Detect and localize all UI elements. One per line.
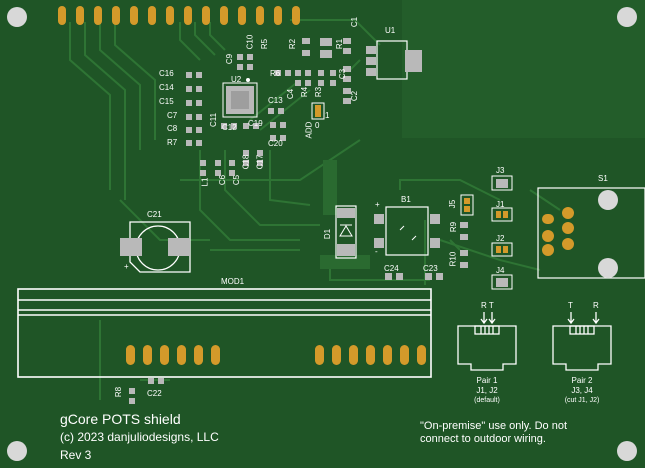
pair2-caption: Pair 2 J3, J4 (cut J1, J2) [551, 376, 613, 406]
label-s1: S1 [598, 174, 608, 183]
mod1-module [17, 288, 432, 378]
label-j1: J1 [496, 200, 505, 209]
mount-hole-bottom-right [617, 441, 637, 461]
pair1-title: Pair 1 [476, 376, 498, 385]
label-add-0: 0 [315, 121, 320, 130]
pair2-jack-drawing [552, 312, 612, 371]
label-c21: C21 [147, 210, 162, 219]
label-c22: C22 [147, 389, 162, 398]
mounting-holes [7, 7, 637, 461]
label-j4: J4 [496, 266, 505, 275]
b1-bridge-rectifier [374, 206, 440, 256]
pair2-jumpers: J3, J4 [571, 386, 593, 395]
pair2-pin-r: R [593, 301, 599, 310]
label-r5: R5 [260, 38, 270, 50]
label-c2: C2 [350, 90, 360, 102]
label-c10: C10 [245, 34, 255, 50]
s1-rj-connector [537, 187, 645, 279]
label-r9: R9 [449, 221, 459, 233]
label-add-1: 1 [325, 111, 330, 120]
label-b1-plus: + [375, 200, 380, 209]
label-b1-minus: - [375, 247, 378, 256]
board-copyright: (c) 2023 danjuliodesigns, LLC [60, 430, 219, 444]
label-c24: C24 [384, 264, 399, 273]
label-r4: R4 [300, 86, 310, 98]
label-u2: U2 [231, 75, 242, 84]
label-d1: D1 [323, 228, 333, 240]
mount-hole-bottom-left [7, 441, 27, 461]
pair1-note: (default) [474, 397, 500, 404]
pair1-caption: Pair 1 J1, J2 (default) [456, 376, 518, 406]
label-c18: C18 [241, 154, 251, 170]
board-title: gCore POTS shield [60, 411, 181, 427]
label-c6: C6 [218, 174, 228, 186]
pair1-jumpers: J1, J2 [476, 386, 498, 395]
label-c15: C15 [159, 97, 174, 106]
label-b1: B1 [401, 195, 411, 204]
label-add: ADD [304, 121, 314, 139]
label-r1: R1 [335, 38, 345, 50]
label-c12: C12 [222, 123, 237, 132]
label-c17: C17 [255, 154, 265, 170]
label-u1: U1 [385, 26, 396, 35]
label-c19: C19 [248, 119, 263, 128]
label-l1: L1 [200, 177, 210, 187]
label-c4: C4 [286, 88, 296, 100]
smd-components [129, 38, 508, 404]
label-c5: C5 [232, 174, 242, 186]
warning-line-2: connect to outdoor wiring. [420, 433, 546, 445]
label-r6: R6 [270, 69, 281, 78]
warning-line-1: "On-premise" use only. Do not [420, 420, 568, 432]
label-mod1: MOD1 [221, 277, 245, 286]
mount-hole-top-left [7, 7, 27, 27]
board-revision: Rev 3 [60, 448, 92, 462]
copper-pours [320, 160, 370, 269]
label-j3: J3 [496, 166, 505, 175]
pair1-pin-labels: R T [481, 301, 494, 310]
label-c23: C23 [423, 264, 438, 273]
pair1-jack-drawing [457, 312, 517, 371]
label-r7: R7 [167, 138, 178, 147]
label-c9: C9 [225, 53, 235, 65]
u1-regulator [366, 40, 422, 80]
label-c3: C3 [338, 68, 348, 80]
label-r10: R10 [448, 251, 458, 267]
mount-hole-top-right [617, 7, 637, 27]
label-c7: C7 [167, 111, 178, 120]
label-j5: J5 [448, 199, 458, 209]
label-c21-plus: + [124, 262, 129, 271]
pair2-note: (cut J1, J2) [564, 397, 600, 404]
label-c11: C11 [209, 112, 219, 128]
label-r2: R2 [288, 38, 298, 50]
d1-diode [335, 205, 357, 259]
solder-jumpers [460, 175, 513, 290]
label-c13: C13 [268, 96, 283, 105]
label-r3: R3 [314, 86, 324, 98]
label-c16: C16 [159, 69, 174, 78]
label-c1: C1 [350, 16, 360, 28]
mod1-pads [126, 345, 426, 365]
label-j2: J2 [496, 234, 505, 243]
c21-capacitor [120, 221, 191, 273]
label-c8: C8 [167, 124, 178, 133]
top-header-pads [58, 6, 300, 25]
label-c20: C20 [268, 139, 283, 148]
pair2-pin-t: T [568, 301, 573, 310]
label-c14: C14 [159, 83, 174, 92]
u2-qfn-chip [222, 78, 258, 118]
label-r8: R8 [114, 386, 124, 398]
pair2-title: Pair 2 [571, 376, 593, 385]
